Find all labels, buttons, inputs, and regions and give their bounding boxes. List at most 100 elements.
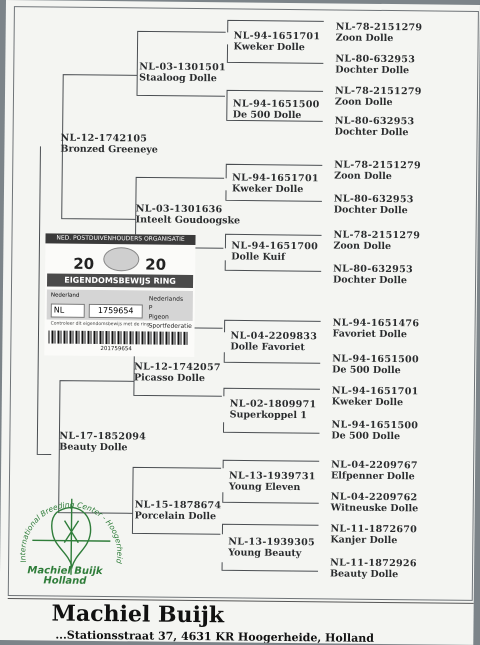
gg-grandparent-name: Zoon Dolle: [335, 32, 394, 45]
subject-entry: NL-17-1852094 Beauty Dolle: [59, 431, 146, 454]
breeder-name: Machiel Buijk: [51, 600, 225, 629]
gg-grandparent-ring: NL-04-2209762: [330, 491, 418, 504]
great-grandparent-entry: NL-94-1651500 De 500 Dolle: [233, 98, 320, 121]
certificate-emblem-icon: [103, 247, 140, 272]
gg-grandparent-ring: NL-78-2151279: [333, 229, 421, 242]
grandparent-ring: NL-15-1878674: [134, 499, 222, 512]
great-grandparent-entry: NL-02-1809971 Superkoppel 1: [230, 398, 317, 421]
great-grandparent-entry: NL-13-1939731 Young Eleven: [229, 470, 316, 493]
gg-grandparent-ring: NL-78-2151279: [335, 85, 422, 98]
parent-entry: NL-12-1742057 Picasso Dolle: [134, 361, 221, 384]
gg-grandparent-name: Kanjer Dolle: [330, 534, 398, 547]
great-grandparent-entry: NL-04-2209833 Dolle Favoriet: [230, 330, 317, 353]
great-grandparent-name: Superkoppel 1: [229, 409, 307, 422]
gg-grandparent-name: Zoon Dolle: [333, 240, 392, 253]
great-grandparent-name: Young Eleven: [228, 481, 301, 494]
parent-name: Picasso Dolle: [133, 372, 205, 385]
subject-name: Beauty Dolle: [59, 441, 128, 454]
grandparent-entry: NL-03-1301501 Staaloog Dolle: [139, 61, 226, 84]
breeding-center-seal: International Breeding Center - Hoogerhe…: [12, 482, 125, 575]
gg-grandparent-ring: NL-11-1872926: [330, 557, 417, 570]
gg-grandparent-name: De 500 Dolle: [332, 364, 401, 377]
parent-entry: NL-12-1742105 Bronzed Greeneye: [60, 133, 158, 156]
great-grandparent-ring: NL-02-1809971: [229, 398, 317, 411]
great-grandparent-ring: NL-94-1651500: [232, 98, 320, 111]
great-grandparent-name: Kweker Dolle: [233, 41, 305, 54]
gg-grandparent-name: Zoon Dolle: [334, 170, 392, 183]
great-grandparent-ring: NL-13-1939305: [228, 536, 316, 549]
gg-grandparent-name: Favoriet Dolle: [332, 328, 408, 341]
side-label: Nederlands: [148, 295, 184, 303]
side-label: P: [148, 304, 153, 312]
gg-grandparent-name: Witneuske Dolle: [330, 502, 419, 515]
gg-grandparent-name: Zoon Dolle: [334, 96, 393, 109]
subject-ring: NL-17-1852094: [59, 430, 147, 443]
great-grandparent-ring: NL-94-1651701: [232, 172, 319, 185]
gg-grandparent-ring: NL-94-1651476: [332, 317, 420, 330]
great-grandparent-name: Dolle Kuif: [231, 251, 286, 263]
breeder-address: ...Stationsstraat 37, 4631 KR Hoogerheid…: [55, 628, 374, 645]
gg-grandparent-ring: NL-80-632953: [333, 193, 414, 206]
gg-grandparent-name: Dochter Dolle: [334, 126, 409, 139]
parent-ring: NL-12-1742057: [134, 361, 221, 374]
gg-grandparent-ring: NL-94-1651500: [332, 353, 419, 366]
seal-arc-text: International Breeding Center - Hoogerhe…: [12, 482, 125, 565]
great-grandparent-ring: NL-13-1939731: [228, 470, 316, 483]
great-grandparent-entry: NL-94-1651701 Kweker Dolle: [233, 30, 320, 53]
gg-grandparent-name: Dochter Dolle: [333, 204, 408, 217]
certificate-ring-number: 1759654: [88, 303, 143, 319]
gg-grandparent-ring: NL-78-2151279: [335, 21, 423, 34]
grandparent-entry: NL-03-1301636 Inteelt Goudoogske: [136, 203, 241, 226]
gg-grandparent-name: Beauty Dolle: [329, 568, 399, 581]
gg-grandparent-name: Dochter Dolle: [335, 64, 410, 77]
gg-grandparent-ring: NL-04-2209767: [331, 459, 418, 472]
gg-grandparent-ring: NL-11-1872670: [330, 523, 418, 536]
seal-name-line2: Holland: [43, 575, 87, 587]
gg-grandparent-ring: NL-94-1651701: [331, 385, 419, 398]
certificate-side-labels: Nederlands P Pigeon Sportfederatie: [149, 295, 193, 331]
great-grandparent-ring: NL-94-1651701: [233, 30, 321, 43]
ownership-certificate: NED. POSTDUIVENHOUDERS ORGANISATIE 20 20…: [44, 233, 196, 357]
barcode-number: 201759654: [100, 346, 132, 353]
gg-grandparent-ring: NL-94-1651500: [331, 419, 419, 432]
barcode-icon: [48, 330, 189, 345]
gg-grandparent-ring: NL-80-632953: [334, 115, 415, 128]
great-grandparent-ring: NL-94-1651700: [231, 240, 319, 253]
certificate-small-print: Controleer dit eigendomsbewijs met de ri…: [50, 321, 150, 328]
great-grandparent-name: Dolle Favoriet: [230, 341, 305, 354]
gg-grandparent-name: Elfpenner Dolle: [330, 470, 415, 483]
gg-grandparent-name: Kweker Dolle: [331, 396, 404, 409]
grandparent-ring: NL-03-1301501: [139, 61, 227, 74]
grandparent-name: Porcelain Dolle: [134, 510, 217, 523]
great-grandparent-entry: NL-94-1651701 Kweker Dolle: [232, 172, 319, 195]
certificate-country-label: Nederland: [50, 292, 80, 299]
side-label: Sportfederatie: [148, 322, 192, 330]
seal-name: Machiel Buijk Holland: [20, 565, 110, 587]
great-grandparent-name: De 500 Dolle: [232, 109, 302, 122]
great-grandparent-entry: NL-94-1651700 Dolle Kuif: [231, 240, 318, 263]
certificate-year-right: 20: [145, 255, 167, 274]
certificate-title: EIGENDOMSBEWIJS RING: [47, 273, 194, 288]
parent-name: Bronzed Greeneye: [60, 143, 158, 156]
gg-grandparent-ring: NL-80-632953: [333, 263, 413, 276]
grandparent-name: Staaloog Dolle: [139, 72, 217, 85]
grandparent-name: Inteelt Goudoogske: [135, 214, 241, 227]
great-grandparent-name: Kweker Dolle: [231, 183, 304, 196]
